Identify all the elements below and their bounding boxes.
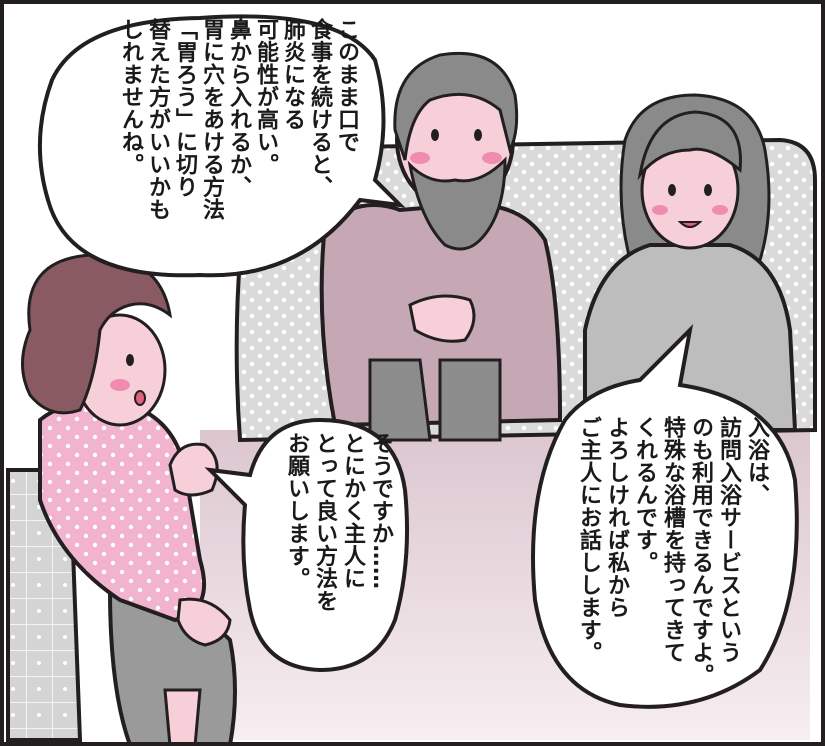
nurse-speech-line: 訪問入浴サービスという	[716, 416, 741, 664]
nurse-speech-bubble	[531, 324, 799, 709]
wife-speech-text: そうですか……とにかく主人にとって良い方法をお願いします。	[262, 432, 394, 652]
wife-speech-line: とにかく主人に	[340, 432, 365, 590]
nurse-speech-line: 特殊な浴槽を持ってきて	[660, 416, 685, 664]
doctor-speech-line: 肺炎になる	[280, 18, 305, 131]
doctor-figure	[319, 51, 563, 442]
nurse-speech-line: ご主人にお話しします。	[576, 416, 601, 664]
doctor-speech-line: 鼻から入れるか、	[226, 18, 251, 198]
wife-speech-line: そうですか……	[368, 432, 393, 590]
doctor-speech-line: 胃に穴をあける方法	[199, 18, 224, 221]
nurse-speech-text: 入浴は、訪問入浴サービスというのも利用できるんですよ。特殊な浴槽を持ってきてくれ…	[548, 416, 770, 686]
nurse-speech-line: のも利用できるんですよ。	[688, 416, 713, 686]
doctor-speech-line: 替えた方がいいかも	[145, 18, 170, 221]
doctor-speech-bubble	[37, 14, 406, 278]
wife-speech-bubble	[204, 417, 410, 673]
doctor-speech-line: 食事を続けると、	[307, 18, 332, 198]
nurse-speech-line: よろしければ私から	[604, 416, 629, 619]
nurse-speech-line: 入浴は、	[744, 416, 769, 506]
doctor-speech-line: しれませんね。	[118, 18, 143, 176]
wife-figure	[21, 253, 237, 746]
doctor-speech-line: 「胃ろう」に切り	[172, 18, 197, 198]
doctor-speech-line: このまま口で	[334, 18, 359, 153]
doctor-speech-line: 可能性が高い。	[253, 18, 278, 176]
wife-speech-line: お願いします。	[284, 432, 309, 590]
wife-speech-line: とって良い方法を	[312, 432, 337, 612]
nurse-speech-line: くれるんです。	[632, 416, 657, 574]
doctor-speech-text: このまま口で食事を続けると、肺炎になる可能性が高い。鼻から入れるか、胃に穴をあけ…	[70, 18, 360, 268]
